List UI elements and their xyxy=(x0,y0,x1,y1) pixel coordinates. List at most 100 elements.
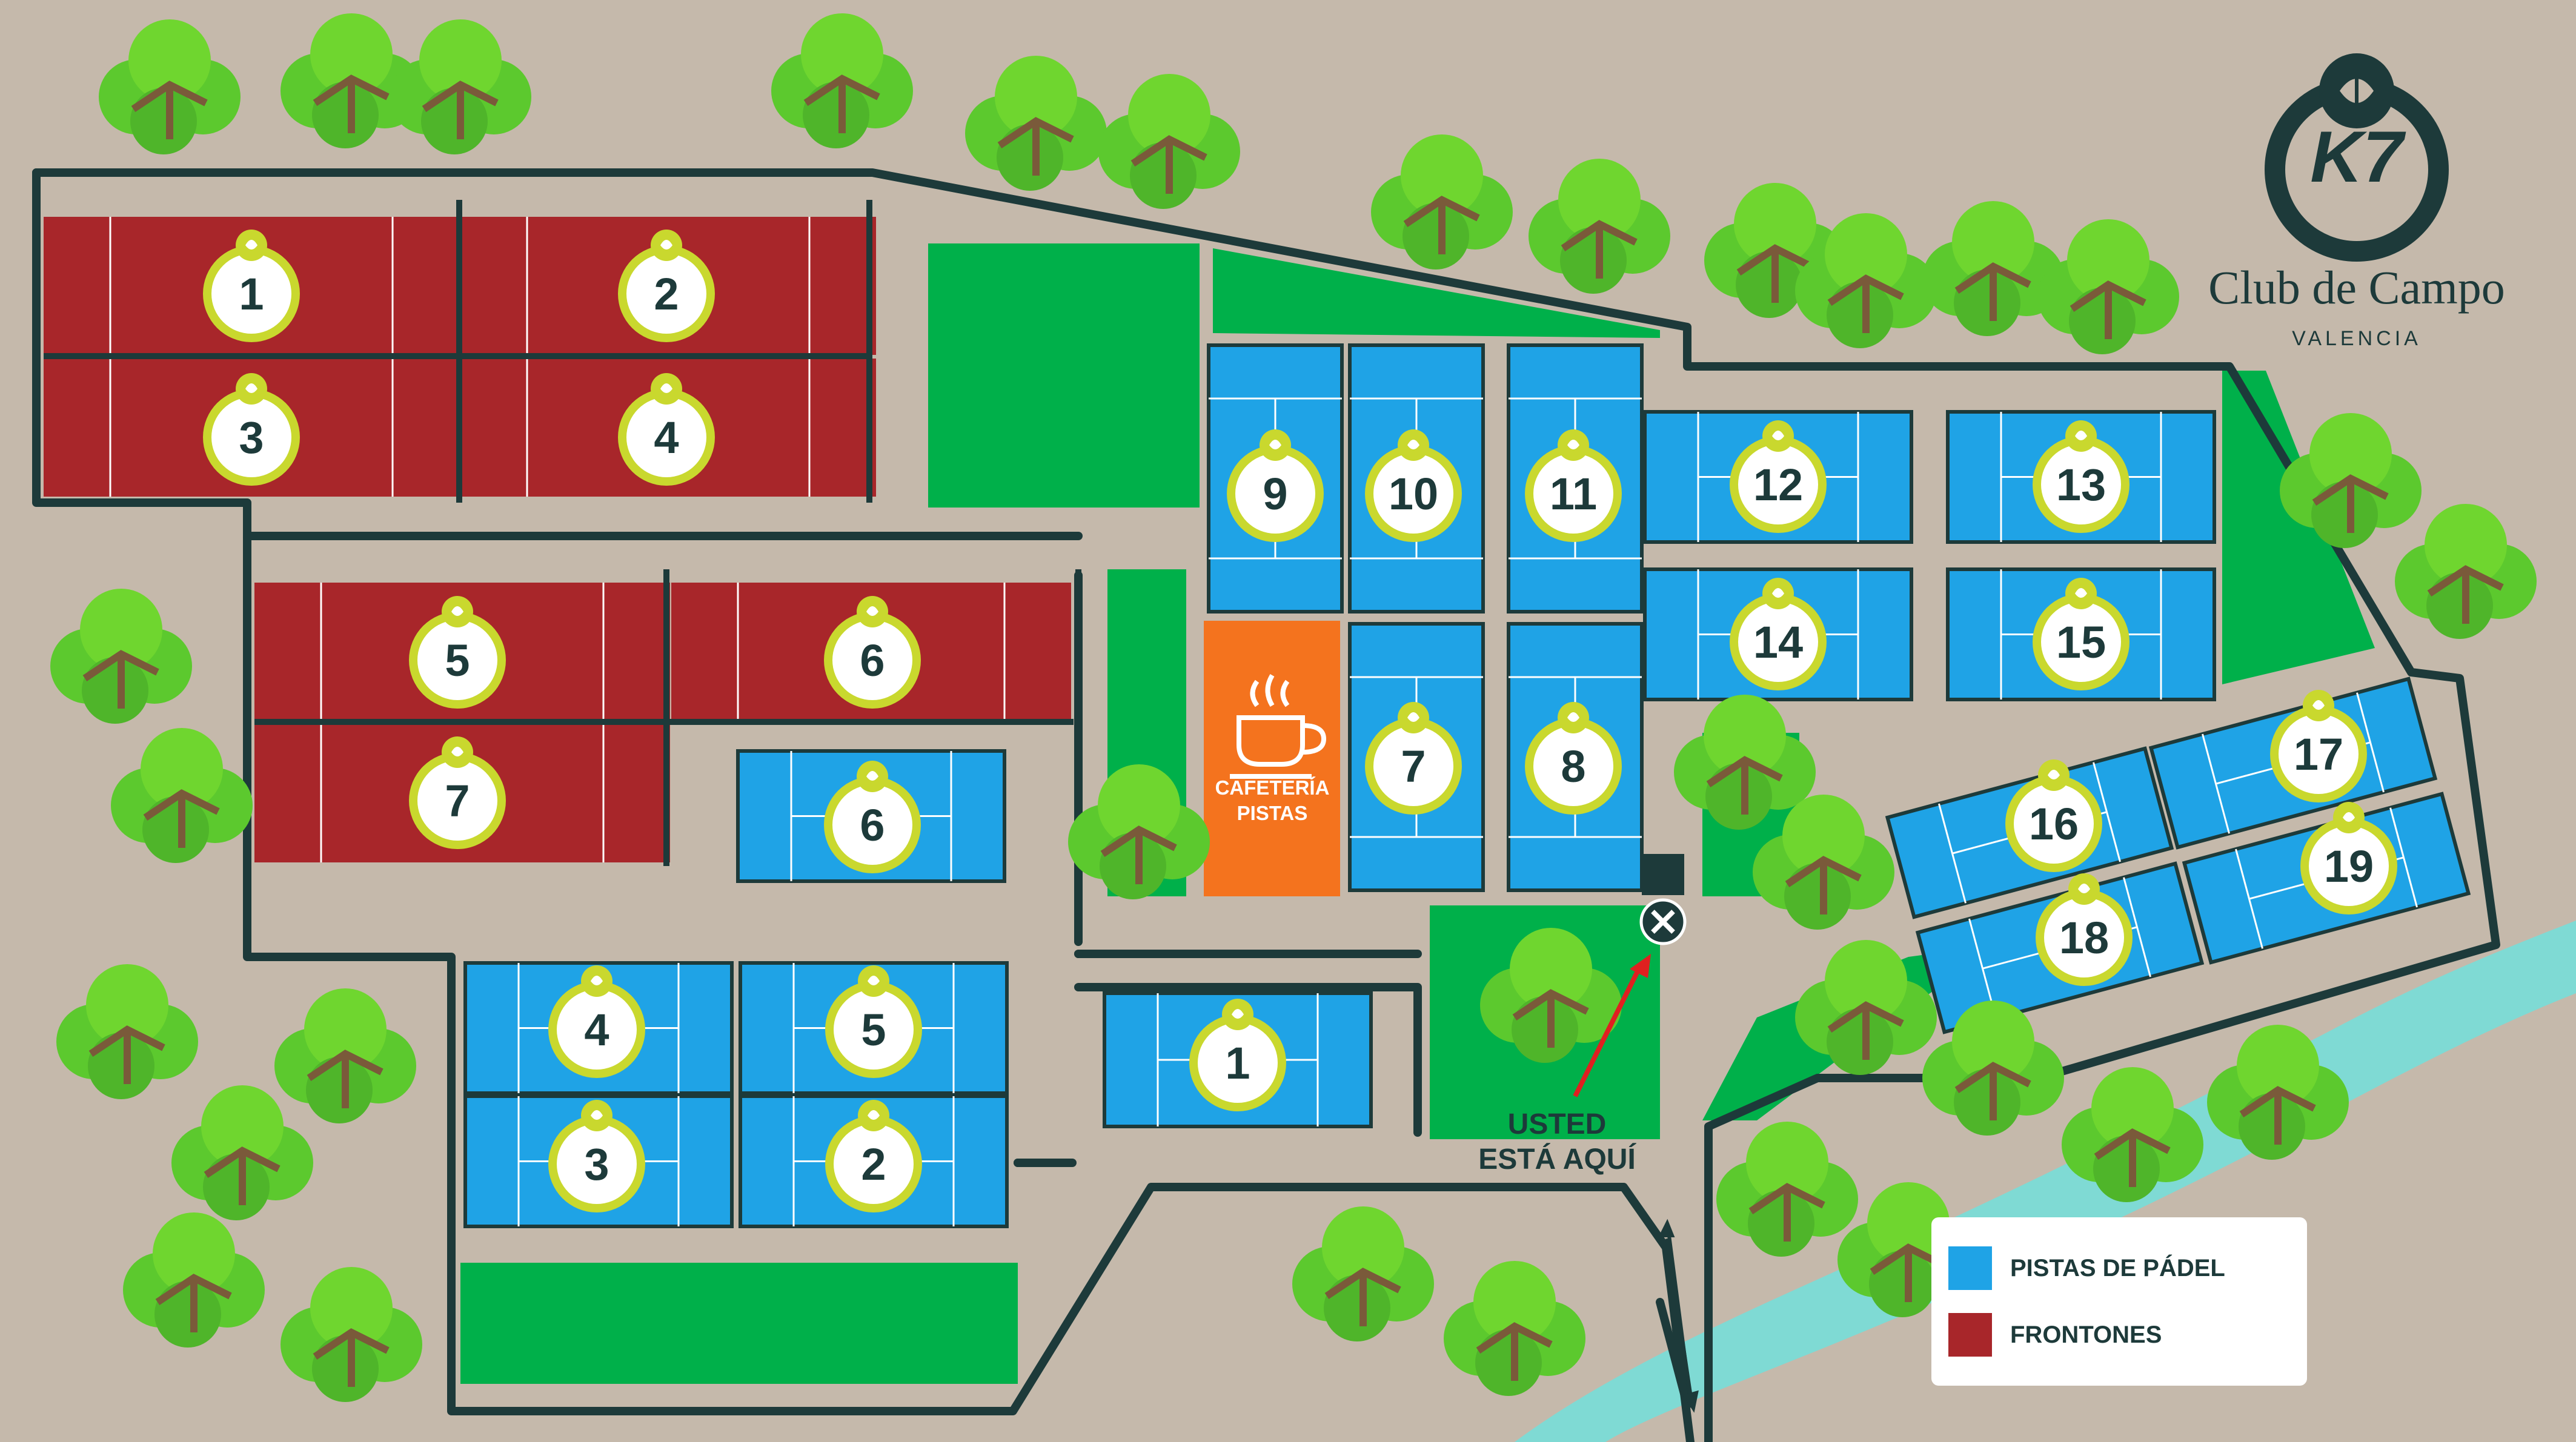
fronton-badge-7-number: 7 xyxy=(445,776,470,826)
padel-badge-9: 9 xyxy=(1227,429,1324,542)
legend-label-padel: PISTAS DE PÁDEL xyxy=(2010,1254,2225,1282)
fronton-badge-6-number: 6 xyxy=(860,635,885,686)
leaf-badge-icon xyxy=(2038,759,2070,791)
brand-name: Club de Campo xyxy=(2208,261,2505,314)
fronton-badge-3: 3 xyxy=(203,373,300,486)
tree-icon xyxy=(2280,413,2422,548)
tree-icon xyxy=(2395,504,2537,639)
tree-icon xyxy=(390,19,531,154)
padel-badge-17-number: 17 xyxy=(2294,729,2343,779)
leaf-badge-icon xyxy=(236,373,267,405)
leaf-ring-logo-icon xyxy=(2265,53,2449,262)
tree-icon xyxy=(1529,159,1670,294)
leaf-badge-icon xyxy=(2068,873,2100,905)
padel-badge-3: 3 xyxy=(548,1100,645,1212)
fronton-badge-1-number: 1 xyxy=(239,269,264,319)
you-are-here-line1: USTED xyxy=(1507,1108,1607,1140)
padel-badge-11-number: 11 xyxy=(1550,469,1597,519)
padel-badge-19-number: 19 xyxy=(2324,841,2374,891)
padel-badge-18-number: 18 xyxy=(2059,913,2109,963)
padel-badge-2-number: 2 xyxy=(861,1139,886,1189)
tree-icon xyxy=(281,1267,422,1402)
leaf-badge-icon xyxy=(236,230,267,261)
padel-badge-7: 7 xyxy=(1365,702,1462,815)
leaf-badge-icon xyxy=(1762,578,1794,609)
padel-badge-10: 10 xyxy=(1365,429,1462,542)
logo-monogram: K7 xyxy=(2310,116,2403,197)
padel-badge-14-number: 14 xyxy=(1753,617,1803,667)
tree-icon xyxy=(123,1212,265,1348)
padel-badge-8: 8 xyxy=(1525,702,1622,815)
padel-badge-2: 2 xyxy=(825,1100,922,1212)
tree-icon xyxy=(2207,1025,2349,1160)
leaf-badge-icon xyxy=(2065,578,2097,609)
padel-badge-5-number: 5 xyxy=(861,1005,886,1055)
coffee-cup-icon xyxy=(1230,673,1327,779)
tree-icon xyxy=(1292,1206,1434,1341)
tree-icon xyxy=(1674,695,1816,830)
tree-icon xyxy=(1480,928,1622,1063)
tree-icon xyxy=(56,964,198,1099)
leaf-badge-icon xyxy=(1222,999,1253,1030)
padel-badge-1: 1 xyxy=(1189,999,1286,1111)
cafeteria-label-line2: PISTAS xyxy=(1237,802,1308,824)
padel-badge-19: 19 xyxy=(2300,802,2397,914)
padel-badge-15-number: 15 xyxy=(2056,617,2106,667)
tree-icon xyxy=(99,19,241,154)
padel-badge-4: 4 xyxy=(548,965,645,1078)
leaf-badge-icon xyxy=(1762,420,1794,452)
padel-badge-8-number: 8 xyxy=(1561,741,1585,792)
leaf-badge-icon xyxy=(1398,429,1429,461)
leaf-badge-icon xyxy=(442,736,473,768)
padel-badge-17: 17 xyxy=(2270,690,2367,802)
padel-badge-16: 16 xyxy=(2005,759,2102,872)
x-marker-icon xyxy=(1639,898,1687,945)
kiosk xyxy=(1642,854,1684,895)
leaf-badge-icon xyxy=(581,965,612,997)
padel-badge-7-number: 7 xyxy=(1401,741,1426,792)
padel-badge-14: 14 xyxy=(1730,578,1827,690)
trees xyxy=(50,13,2537,1402)
cafeteria-label-line1: CAFETERÍA xyxy=(1215,776,1330,799)
fronton-badge-1: 1 xyxy=(203,230,300,342)
padel-badge-11: 11 xyxy=(1525,429,1622,542)
padel-badge-4-number: 4 xyxy=(584,1005,609,1055)
tree-icon xyxy=(274,988,416,1123)
arrow-head-icon xyxy=(1630,954,1651,978)
leaf-badge-icon xyxy=(2303,690,2334,721)
fronton-badge-7: 7 xyxy=(409,736,506,849)
you-are-here-label: USTED ESTÁ AQUÍ xyxy=(1466,1107,1648,1177)
tree-icon xyxy=(1444,1261,1585,1396)
tree-icon xyxy=(1716,1122,1858,1257)
tree-icon xyxy=(1371,134,1513,270)
tree-icon xyxy=(1068,764,1210,899)
cafeteria-label: CAFETERÍA PISTAS xyxy=(1206,775,1339,826)
legend-label-fronton: FRONTONES xyxy=(2010,1321,2162,1348)
leaf-badge-icon xyxy=(651,230,682,261)
fronton-badge-5: 5 xyxy=(409,596,506,709)
brand-city: VALENCIA xyxy=(2292,327,2422,350)
padel-badge-5: 5 xyxy=(825,965,922,1078)
tree-icon xyxy=(281,13,422,148)
padel-badge-12: 12 xyxy=(1730,420,1827,533)
fronton-badge-6: 6 xyxy=(824,596,921,709)
leaf-badge-icon xyxy=(858,965,889,997)
tree-icon xyxy=(2037,219,2179,354)
padel-badge-9-number: 9 xyxy=(1263,469,1287,519)
tree-icon xyxy=(2062,1067,2203,1202)
fronton-badge-4: 4 xyxy=(618,373,715,486)
padel-badge-16-number: 16 xyxy=(2029,799,2079,849)
leaf-badge-icon xyxy=(857,596,888,627)
legend-swatch-padel xyxy=(1948,1246,1992,1290)
tree-icon xyxy=(1098,74,1240,209)
tree-icon xyxy=(1795,940,1937,1075)
tree-icon xyxy=(1753,795,1894,930)
padel-badge-15: 15 xyxy=(2033,578,2130,690)
padel-badge-6-number: 6 xyxy=(860,800,885,850)
padel-badge-12-number: 12 xyxy=(1753,460,1803,510)
leaf-badge-icon xyxy=(442,596,473,627)
